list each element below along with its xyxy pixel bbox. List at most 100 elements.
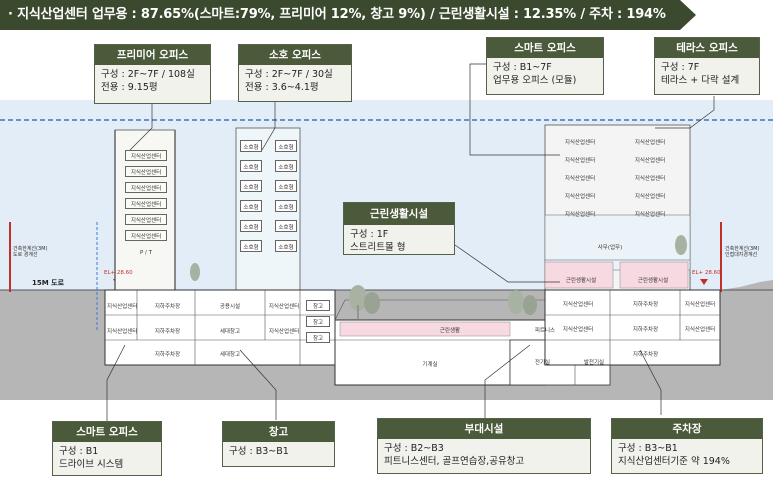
b3-left-label: 지하주차장 (154, 352, 181, 358)
setback-note-left: 건축한계선(3M) 도로 경계선 (13, 246, 47, 258)
b2-right-label: 지하주차장 (632, 327, 659, 333)
smart-floor-label: 지식산업센터 (564, 140, 596, 146)
soho-unit-label: 소호형 (243, 205, 259, 211)
smart-floor-label: 지식산업센터 (634, 194, 666, 200)
soho-unit-label: 소호형 (243, 145, 259, 151)
callout-terrace-title: 테라스 오피스 (655, 38, 759, 58)
b1-left-label: 지하주차장 (154, 304, 181, 310)
callout-smart-bottom-line2: 드라이브 시스템 (59, 459, 124, 470)
premier-floor-label: 지식산업센터 (130, 186, 162, 192)
soho-unit-box (240, 200, 262, 212)
premier-top-label: P / T (139, 250, 153, 256)
storage-unit-label: 창고 (312, 336, 324, 342)
callout-amenity-line2: 피트니스센터, 골프연습장,공유창고 (384, 456, 525, 467)
setback-note-left-1: 건축한계선(3M) (13, 246, 48, 252)
setback-note-right-1: 건축한계선(3M) (725, 246, 760, 252)
soho-unit-label: 소호형 (243, 225, 259, 231)
center-b1-label: 피트니스 (534, 328, 556, 334)
premier-floor-box (125, 198, 167, 209)
callout-amenity-title: 부대시설 (378, 419, 590, 439)
b2-right-label: 지식산업센터 (684, 327, 716, 333)
premier-floor-box (125, 230, 167, 241)
soho-unit-box (240, 140, 262, 152)
soho-unit-label: 소호형 (243, 165, 259, 171)
soho-unit-label: 소호형 (278, 245, 294, 251)
soho-unit-label: 소호형 (278, 145, 294, 151)
soho-unit-label: 소호형 (278, 205, 294, 211)
callout-amenity-line1: 구성 : B2~B3 (384, 443, 444, 454)
callout-smart-bottom-title: 스마트 오피스 (53, 422, 161, 442)
premier-floor-label: 지식산업센터 (130, 218, 162, 224)
elevation-left: EL+ 28.60 (104, 270, 133, 276)
center-b1-label: 근린생활 (439, 328, 461, 334)
soho-unit-box (275, 140, 297, 152)
summary-banner (0, 0, 696, 30)
callout-retail: 근린생활시설 구성 : 1F 스트리트몰 형 (343, 202, 455, 255)
callout-smart-top-line2: 업무용 오피스 (모듈) (493, 75, 577, 86)
callout-storage-title: 창고 (223, 422, 334, 442)
summary-banner-text: · 지식산업센터 업무용 : 87.65%(스마트:79%, 프리미어 12%,… (8, 7, 666, 22)
smart-floor-label: 지식산업센터 (634, 176, 666, 182)
callout-retail-line2: 스트리트몰 형 (350, 242, 406, 253)
callout-premier-line1: 구성 : 2F~7F / 108실 (101, 69, 195, 80)
soho-unit-box (275, 220, 297, 232)
callout-soho-line2: 전용 : 3.6~4.1평 (245, 82, 319, 93)
storage-unit-box (306, 332, 330, 343)
b2-right-label: 지식산업센터 (562, 327, 594, 333)
callout-storage: 창고 구성 : B3~B1 (222, 421, 335, 467)
soho-unit-label: 소호형 (278, 165, 294, 171)
setback-note-right: 건축한계선(3M) 인접대지경계선 (725, 246, 759, 258)
center-b3-label: 전기실 (534, 360, 551, 366)
b3-right-label: 지하주차장 (632, 352, 659, 358)
callout-parking-title: 주차장 (612, 419, 762, 439)
soho-unit-box (240, 180, 262, 192)
b1-right-label: 지하주차장 (632, 302, 659, 308)
callout-smart-top-title: 스마트 오피스 (487, 38, 603, 58)
storage-unit-box (306, 300, 330, 311)
soho-unit-box (275, 240, 297, 252)
storage-unit-label: 창고 (312, 320, 324, 326)
soho-unit-box (275, 180, 297, 192)
elevation-right: EL+ 28.60 (692, 270, 721, 276)
soho-unit-box (240, 240, 262, 252)
b1-left-label: 지식산업센터 (107, 304, 138, 310)
b2-left-label: 세대창고 (219, 329, 241, 335)
premier-floor-box (125, 182, 167, 193)
callout-retail-title: 근린생활시설 (344, 203, 454, 225)
soho-unit-box (240, 160, 262, 172)
b1-left-label: 지식산업센터 (268, 304, 300, 310)
storage-unit-label: 창고 (312, 304, 324, 310)
callout-retail-line1: 구성 : 1F (350, 229, 389, 240)
b1-left-label: 공용시설 (219, 304, 241, 310)
soho-unit-box (275, 200, 297, 212)
premier-floor-box (125, 166, 167, 177)
callout-amenity: 부대시설 구성 : B2~B3 피트니스센터, 골프연습장,공유창고 (377, 418, 591, 474)
soho-unit-label: 소호형 (278, 185, 294, 191)
premier-floor-box (125, 214, 167, 225)
storage-unit-box (306, 316, 330, 327)
b2-left-label: 지식산업센터 (268, 329, 300, 335)
center-b3-label: 기계실 (422, 362, 438, 368)
setback-note-left-2: 도로 경계선 (13, 252, 38, 258)
soho-unit-box (275, 160, 297, 172)
smart-floor-label: 지식산업센터 (564, 176, 596, 182)
smart-floor-label: 지식산업센터 (634, 140, 666, 146)
callout-soho-line1: 구성 : 2F~7F / 30실 (245, 69, 333, 80)
premier-floor-box (125, 150, 167, 161)
soho-unit-label: 소호형 (243, 245, 259, 251)
b1-right-label: 지식산업센터 (684, 302, 716, 308)
b2-left-label: 지하주차장 (154, 329, 181, 335)
smart-floor-label: 지식산업센터 (564, 158, 596, 164)
callout-premier-line2: 전용 : 9.15평 (101, 82, 158, 93)
road-label: 15M 도로 (32, 279, 65, 287)
smart-floor-label: 지식산업센터 (634, 212, 666, 218)
smart-floor-label: 지식산업센터 (564, 212, 596, 218)
soho-unit-label: 소호형 (278, 225, 294, 231)
callout-storage-line1: 구성 : B3~B1 (229, 446, 289, 457)
